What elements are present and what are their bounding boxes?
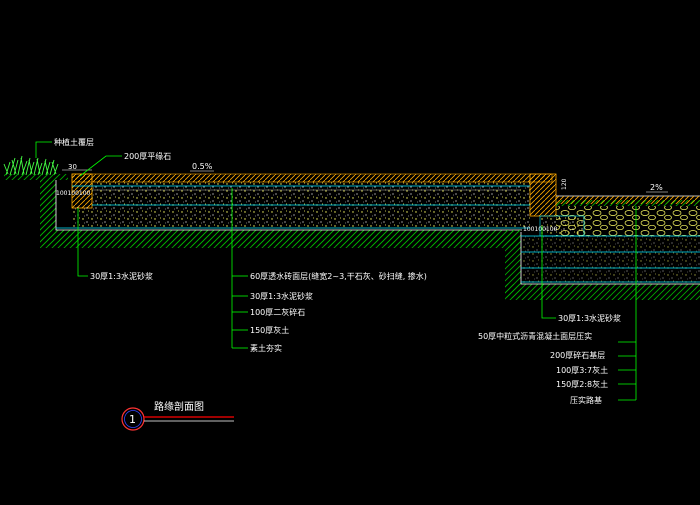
right-road-section <box>505 195 700 300</box>
label-porous-brick: 60厚透水砖面层(缝宽2~3,干石灰、砂扫缝, 掺水) <box>250 271 427 281</box>
dim-right-label: 100100100 <box>523 226 558 233</box>
label-lime-soil-150b: 150厚2:8灰土 <box>556 379 608 389</box>
section-number-inner <box>124 410 142 428</box>
grass-planting <box>3 155 68 180</box>
label-mortar-mid: 30厚1:3水泥砂浆 <box>250 291 313 301</box>
slope-left-label: 0.5% <box>192 162 213 171</box>
section-number-circle <box>121 407 145 431</box>
label-mortar-right: 30厚1:3水泥砂浆 <box>558 313 621 323</box>
base-course-top <box>556 200 700 206</box>
section-number: 1 <box>129 413 136 426</box>
label-mortar-left: 30厚1:3水泥砂浆 <box>90 271 153 281</box>
left-soil-wall <box>40 180 56 232</box>
right-soil-band <box>505 284 700 300</box>
drawing-title: 路缘剖面图 <box>154 400 204 413</box>
dim-vertical-label: 120 <box>561 178 568 190</box>
text-annotations: 种植土覆层 200厚平缘石 30厚1:3水泥砂浆 60厚透水砖面层(缝宽2~3,… <box>54 137 621 405</box>
label-gravel-100: 100厚二灰碎石 <box>250 307 305 317</box>
label-planting-soil: 种植土覆层 <box>54 137 94 147</box>
left-soil-band <box>40 230 518 246</box>
leader-lines <box>35 141 637 401</box>
right-soil-wall <box>505 230 521 298</box>
dim-left-label: 100100100 <box>56 190 91 197</box>
title-block: 1 路缘剖面图 <box>121 400 234 431</box>
dimension-annotations: 30 100100100 100100100 120 0.5% 2% <box>56 162 668 233</box>
label-curb-stone: 200厚平缘石 <box>124 151 171 161</box>
lower-aggregate-layer <box>72 206 530 228</box>
left-pavement-section <box>3 155 557 248</box>
label-subgrade-left: 素土夯实 <box>250 343 282 353</box>
label-subgrade-right: 压实路基 <box>570 395 602 405</box>
lime-soil-layers <box>521 236 700 284</box>
slope-right-label: 2% <box>650 183 663 192</box>
label-lime-soil-150: 150厚灰土 <box>250 325 289 335</box>
curb-top-strip <box>71 173 553 183</box>
dim-30-label: 30 <box>68 163 77 171</box>
label-stone-200: 200厚碎石基层 <box>550 350 605 360</box>
right-curb-block <box>529 173 557 217</box>
label-asphalt-50: 50厚中粒式沥青混凝土面层压实 <box>478 331 592 341</box>
label-lime-soil-100: 100厚3:7灰土 <box>556 365 608 375</box>
left-section-outline <box>55 180 522 231</box>
